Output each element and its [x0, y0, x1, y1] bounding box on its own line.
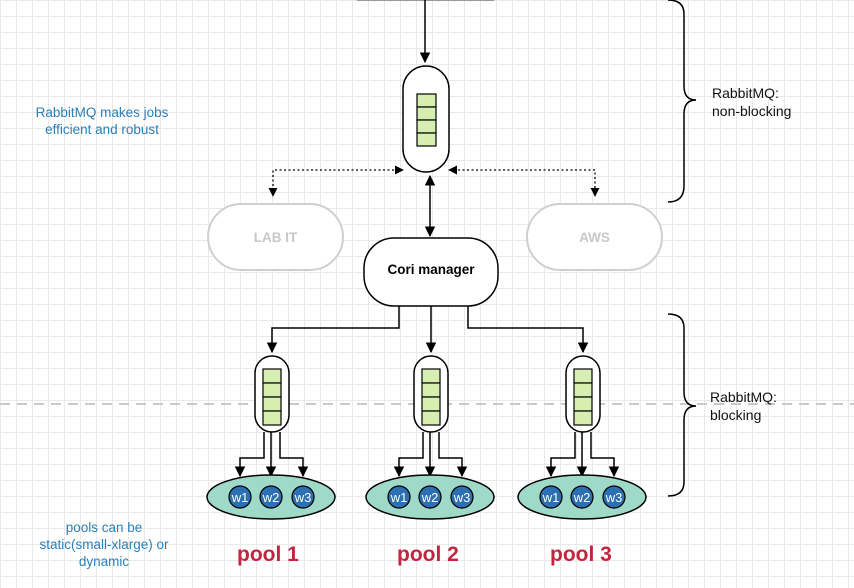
lab-it-label: LAB IT [254, 230, 298, 245]
worker-label: w2 [421, 490, 439, 505]
worker-arrow [234, 432, 265, 478]
queue-slot [416, 132, 437, 147]
queue-slot [416, 119, 437, 134]
worker-node [291, 485, 315, 509]
non-blocking-label: RabbitMQ: non-blocking [712, 85, 792, 119]
pool-group: w1 w2 w3 [517, 355, 647, 520]
queue-slot [421, 382, 441, 398]
pool-group: w1 w2 w3 [365, 355, 495, 520]
worker-label: w2 [262, 490, 280, 505]
queue-slot [573, 410, 593, 426]
worker-label: w3 [294, 490, 312, 505]
aws-label: AWS [579, 230, 610, 245]
queue-slot [421, 410, 441, 426]
lab-it-node [207, 203, 344, 271]
main-queue [402, 65, 450, 173]
queue-slot [416, 93, 437, 108]
aws-connector [448, 165, 600, 197]
worker-arrow [279, 432, 309, 478]
worker-label: w1 [231, 490, 249, 505]
queue-slot [262, 368, 282, 384]
pools-note: pools can be static(small-xlarge) or dyn… [39, 520, 169, 569]
queue-slot [573, 368, 593, 384]
pool-name-3: pool 3 [550, 543, 612, 566]
worker-label: w3 [605, 490, 623, 505]
worker-label: w1 [542, 490, 560, 505]
queue-slot [416, 106, 437, 121]
blocking-brace [667, 313, 697, 497]
queue-slot [262, 382, 282, 398]
pool-name-1: pool 1 [237, 543, 299, 566]
worker-node [259, 485, 283, 509]
worker-label: w3 [453, 490, 471, 505]
worker-node [387, 485, 411, 509]
cori-manager-label: Cori manager [387, 262, 475, 277]
worker-node [539, 485, 563, 509]
worker-arrow [590, 432, 620, 478]
rabbitmq-note: RabbitMQ makes jobs efficient and robust [35, 105, 169, 137]
pool-name-2: pool 2 [397, 543, 459, 566]
worker-node [228, 485, 252, 509]
worker-arrow [438, 432, 468, 478]
queue-slot [573, 382, 593, 398]
queue-slot [262, 410, 282, 426]
worker-arrow [393, 432, 424, 478]
non-blocking-brace [667, 0, 697, 203]
worker-node [570, 485, 594, 509]
queue-slot [421, 396, 441, 412]
queue-slot [573, 396, 593, 412]
worker-label: w2 [573, 490, 591, 505]
queue-slot [262, 396, 282, 412]
pool-group: w1 w2 w3 [206, 355, 336, 520]
lab-it-connector [268, 165, 404, 197]
worker-node [450, 485, 474, 509]
pool1-connector [266, 306, 400, 354]
aws-node [526, 203, 663, 271]
pools-layer: w1 w2 w3 w1 w2 w3 w1 w2 w3 [206, 355, 647, 520]
worker-arrow [545, 432, 576, 478]
worker-node [418, 485, 442, 509]
worker-node [602, 485, 626, 509]
pool3-connector [467, 306, 589, 354]
worker-label: w1 [390, 490, 408, 505]
blocking-label: RabbitMQ: blocking [710, 389, 777, 423]
queue-slot [421, 368, 441, 384]
